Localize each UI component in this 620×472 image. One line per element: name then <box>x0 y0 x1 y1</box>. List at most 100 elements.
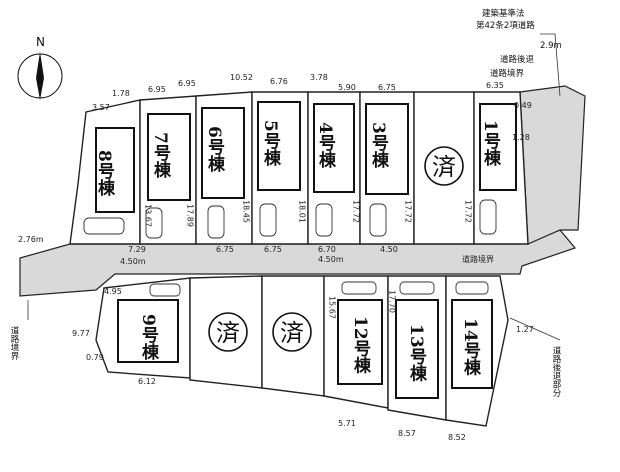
dim-top: 6.75 <box>378 83 396 92</box>
building-label-4: 4号棟 <box>315 122 336 169</box>
dim-misc: 0.79 <box>86 353 104 362</box>
road-width-main-1: 4.50m <box>120 257 146 266</box>
building-label-14: 14号棟 <box>460 318 481 377</box>
notes: 建築基準法 第42条2項道路 2.9m 道路後退 道路境界 道路境界 道路後退部… <box>9 8 562 398</box>
house-12 <box>337 299 383 385</box>
dim-top: 5.90 <box>338 83 356 92</box>
dim-top: 1.78 <box>112 89 130 98</box>
car-icon <box>149 283 181 297</box>
building-label-3: 3号棟 <box>368 122 389 169</box>
dim-misc: 9.77 <box>72 329 90 338</box>
dim-mid: 6.75 <box>264 245 282 254</box>
dim-top: 6.76 <box>270 77 288 86</box>
car-icon <box>207 205 225 239</box>
lots-north <box>69 91 529 245</box>
dims-top: 1.78 6.95 6.95 10.52 6.76 3.78 5.90 6.75… <box>112 73 504 98</box>
note-top-right-4: 道路後退 <box>500 54 535 65</box>
dims-bottom: 6.12 5.71 8.57 8.52 <box>138 377 466 442</box>
building-label-9: 9号棟 <box>138 314 159 361</box>
north-arrow: N <box>17 35 63 100</box>
building-label-7: 7号棟 <box>150 132 171 179</box>
note-left: 道路境界 <box>9 325 19 361</box>
dim-side: 17.72 <box>352 200 361 223</box>
dims-side: 13.67 17.89 18.45 18.01 17.72 17.72 17.7… <box>144 200 473 319</box>
car-icon <box>341 281 377 295</box>
building-labels: 8号棟 7号棟 6号棟 5号棟 4号棟 3号棟 1号棟 9号棟 12号棟 13号… <box>94 120 501 383</box>
sold-stamp-text: 済 <box>432 153 456 181</box>
dim-side: 17.72 <box>464 200 473 223</box>
house-1 <box>479 103 517 191</box>
dims-misc: 4.95 9.77 1.27 0.79 3.57 1.28 0.49 <box>72 101 534 362</box>
car-icon <box>83 217 125 235</box>
building-label-1: 1号棟 <box>480 120 501 167</box>
north-label: N <box>36 35 45 49</box>
north-needle-icon <box>36 52 44 100</box>
house-4 <box>313 103 355 193</box>
dim-mid: 6.70 <box>318 245 336 254</box>
car-icon <box>315 203 333 237</box>
sold-stamp-text: 済 <box>280 319 304 347</box>
dim-top: 6.35 <box>486 81 504 90</box>
car-icon <box>455 281 489 295</box>
note-bottom-right: 道路後退部分 <box>551 345 561 398</box>
note-top-right-5: 道路境界 <box>490 68 525 79</box>
sold-stamp-icon <box>208 312 248 352</box>
house-3 <box>365 103 409 195</box>
note-top-right-3: 2.9m <box>540 41 562 51</box>
note-top-right-1: 建築基準法 <box>482 8 525 19</box>
dim-side: 13.67 <box>144 204 153 227</box>
house-8 <box>95 127 135 213</box>
leader-line <box>540 33 561 97</box>
dim-misc: 4.95 <box>104 287 122 296</box>
dim-mid: 7.29 <box>128 245 146 254</box>
houses <box>95 101 517 399</box>
parking <box>83 199 497 297</box>
lot-9 <box>95 277 191 379</box>
dim-top: 6.95 <box>178 79 196 88</box>
dim-misc: 1.28 <box>512 133 530 142</box>
dim-side: 17.70 <box>388 290 397 313</box>
dim-misc: 3.57 <box>92 103 110 112</box>
road-width-left: 2.76m <box>18 235 44 244</box>
building-label-8: 8号棟 <box>94 150 115 197</box>
dim-mid: 6.75 <box>216 245 234 254</box>
dim-side: 15.67 <box>328 296 337 319</box>
building-label-12: 12号棟 <box>350 316 371 375</box>
dim-bottom: 6.12 <box>138 377 156 386</box>
dim-side: 18.45 <box>242 200 251 223</box>
dim-misc: 0.49 <box>514 101 532 110</box>
dim-top: 10.52 <box>230 73 253 82</box>
house-5 <box>257 101 301 191</box>
dim-side: 17.72 <box>404 200 413 223</box>
road-width-main-2: 4.50m <box>318 255 344 264</box>
dim-bottom: 8.57 <box>398 429 416 438</box>
road-boundary-label: 道路境界 <box>462 254 494 264</box>
house-7 <box>147 113 191 201</box>
leader-line <box>509 317 561 341</box>
note-top-right-2: 第42条2項道路 <box>476 20 535 31</box>
car-icon <box>145 207 163 239</box>
dim-misc: 1.27 <box>516 325 534 334</box>
building-label-13: 13号棟 <box>406 324 427 383</box>
car-icon <box>479 199 497 235</box>
building-label-5: 5号棟 <box>260 120 281 167</box>
car-icon <box>399 281 435 295</box>
dims-mid: 7.29 6.75 6.75 6.70 4.50 <box>128 245 398 254</box>
sold-stamp-icon <box>272 312 312 352</box>
dim-bottom: 5.71 <box>338 419 356 428</box>
sold-stamp-icon <box>424 146 464 186</box>
sold-marks: 済 済 済 <box>208 146 464 352</box>
car-icon <box>259 203 277 237</box>
lot-1 <box>473 91 529 245</box>
dim-mid: 4.50 <box>380 245 398 254</box>
car-icon <box>369 203 387 237</box>
dim-side: 17.89 <box>186 204 195 227</box>
house-6 <box>201 107 245 199</box>
dim-top: 3.78 <box>310 73 328 82</box>
dim-side: 18.01 <box>298 200 307 223</box>
house-13 <box>395 299 439 399</box>
house-9 <box>117 299 179 363</box>
building-label-6: 6号棟 <box>204 126 225 173</box>
dim-bottom: 8.52 <box>448 433 466 442</box>
